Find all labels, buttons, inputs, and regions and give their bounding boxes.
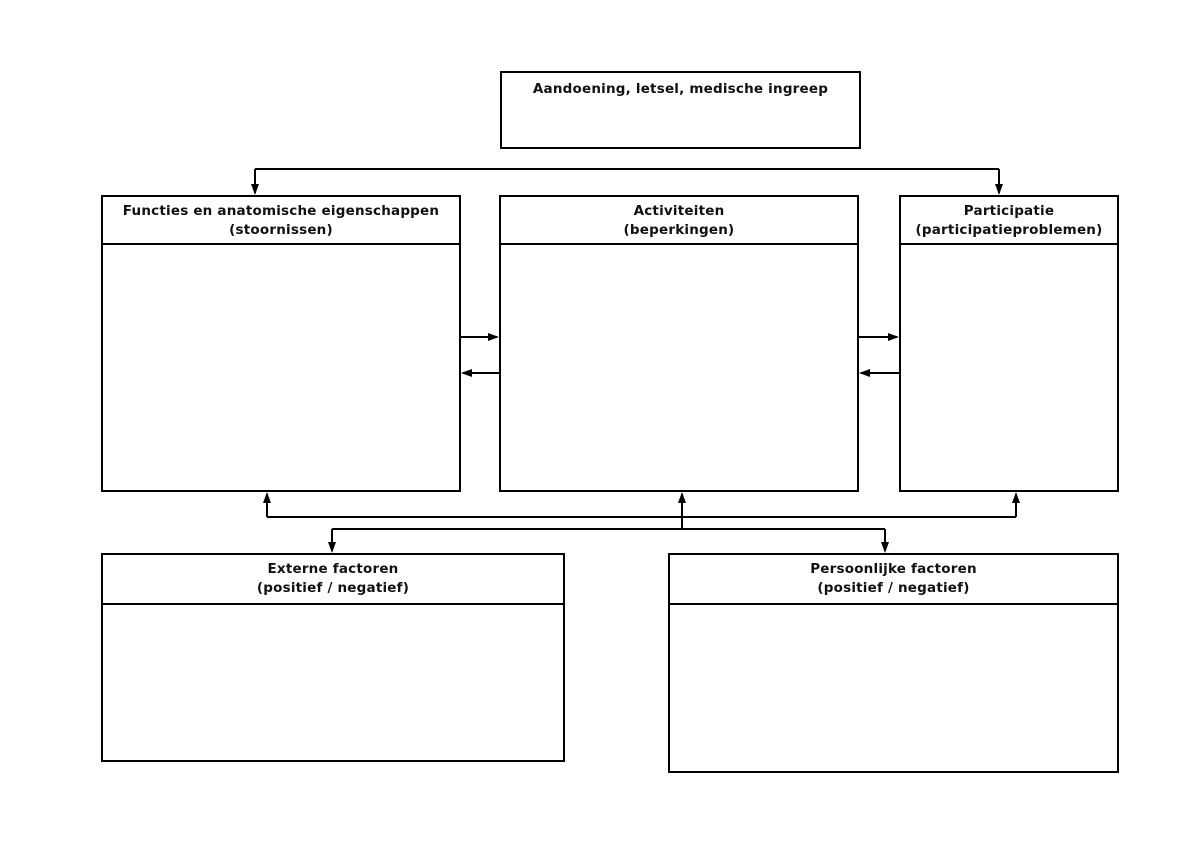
box-persoonlijke-factoren: Persoonlijke factoren (positief / negati…	[668, 553, 1119, 773]
box-participatie-line2: (participatieproblemen)	[915, 222, 1103, 238]
box-participatie: Participatie (participatieproblemen)	[899, 195, 1119, 492]
box-persoonlijke-factoren-header: Persoonlijke factoren (positief / negati…	[670, 555, 1117, 605]
box-aandoening-label: Aandoening, letsel, medische ingreep	[532, 81, 829, 97]
box-functies-line2: (stoornissen)	[229, 222, 333, 238]
box-functies-line1: Functies en anatomische eigenschappen	[122, 203, 440, 219]
box-persoonlijke-factoren-line2: (positief / negatief)	[817, 580, 970, 596]
box-activiteiten-line1: Activiteiten	[633, 203, 725, 219]
box-participatie-line1: Participatie	[963, 203, 1055, 219]
box-activiteiten-header: Activiteiten (beperkingen)	[501, 197, 857, 245]
box-externe-factoren-line2: (positief / negatief)	[256, 580, 410, 596]
box-functies: Functies en anatomische eigenschappen (s…	[101, 195, 461, 492]
box-participatie-header: Participatie (participatieproblemen)	[901, 197, 1117, 245]
box-aandoening: Aandoening, letsel, medische ingreep	[500, 71, 861, 149]
box-activiteiten: Activiteiten (beperkingen)	[499, 195, 859, 492]
box-externe-factoren-header: Externe factoren (positief / negatief)	[103, 555, 563, 605]
box-functies-header: Functies en anatomische eigenschappen (s…	[103, 197, 459, 245]
box-persoonlijke-factoren-line1: Persoonlijke factoren	[810, 561, 977, 577]
box-activiteiten-line2: (beperkingen)	[623, 222, 735, 238]
box-externe-factoren: Externe factoren (positief / negatief)	[101, 553, 565, 762]
box-externe-factoren-line1: Externe factoren	[267, 561, 399, 577]
